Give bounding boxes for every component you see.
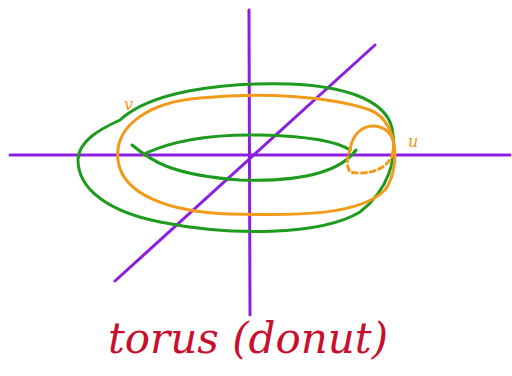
torus-hole-lower xyxy=(132,145,356,180)
loop-label: u xyxy=(408,134,418,150)
y-axis xyxy=(115,45,375,281)
u-loop-front xyxy=(350,126,394,152)
z-axis xyxy=(249,10,250,315)
loop-label: v xyxy=(124,97,133,113)
x-axis xyxy=(10,154,510,157)
u-loop-back xyxy=(347,150,393,173)
v-loop xyxy=(118,95,395,214)
caption: torus (donut) xyxy=(108,318,388,360)
torus-hole-upper xyxy=(146,135,350,153)
